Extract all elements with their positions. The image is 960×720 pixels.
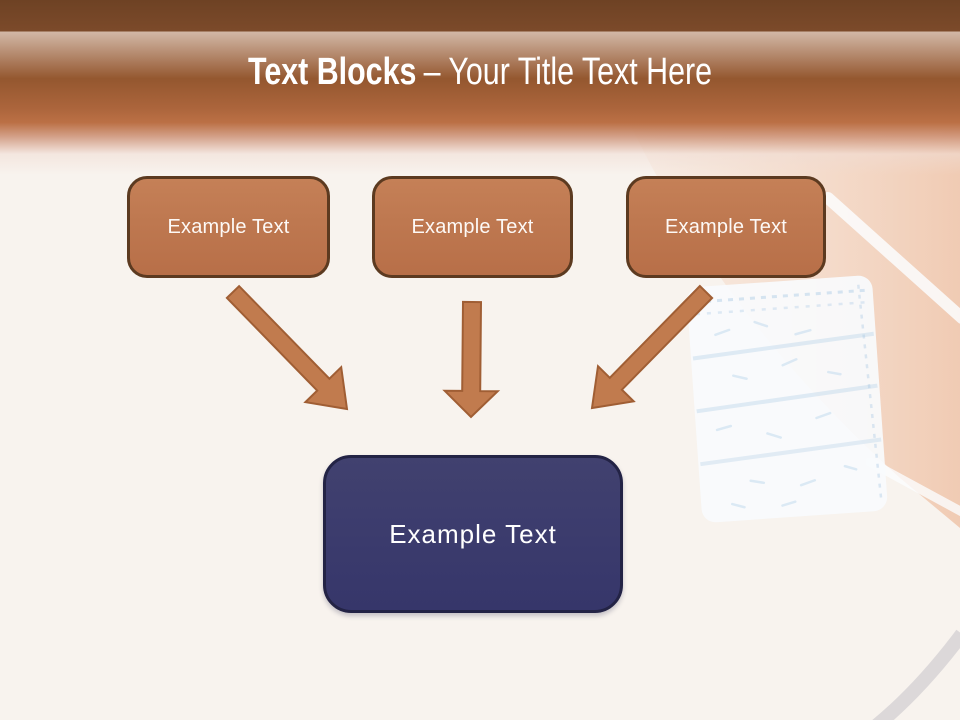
surgical-mask [687, 275, 888, 523]
text-block-3-label: Example Text [664, 215, 788, 238]
text-block-2-label: Example Text [411, 215, 534, 238]
main-text-block-label: Example Text [389, 518, 557, 549]
arrow-connector-3[interactable] [590, 284, 714, 410]
text-block-2[interactable]: Example Text [372, 176, 573, 278]
text-block-1[interactable]: Example Text [127, 176, 330, 278]
text-block-1-label: Example Text [167, 215, 290, 238]
arrow-connector-1[interactable] [225, 284, 349, 411]
shoulder-line [872, 629, 960, 720]
main-text-block[interactable]: Example Text [323, 455, 623, 613]
text-block-3[interactable]: Example Text [626, 176, 826, 278]
mask-strap-lower [865, 457, 960, 517]
mask-strap-upper [822, 192, 960, 324]
arrow-connector-2[interactable] [442, 300, 501, 419]
